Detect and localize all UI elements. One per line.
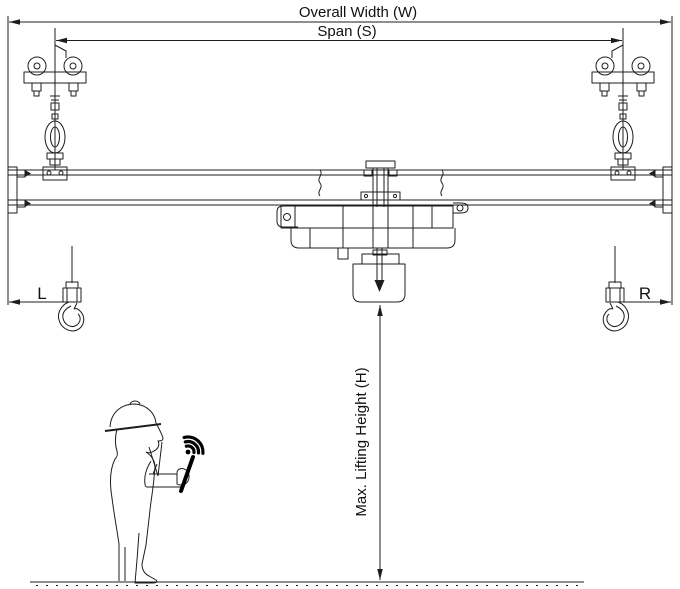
dimension-right-offset: R [615,284,671,305]
hook-pin-tip [374,280,385,292]
suspension-hook-left [57,245,85,332]
hard-hat-brim [104,423,162,432]
hoist-tab [337,247,349,260]
suspension-hook-right [602,245,630,332]
head-back-neck [114,428,118,460]
hoist-shaft-cap [365,160,396,169]
beam-end-stop-left [7,166,32,214]
bridge-beam [8,169,672,206]
upper-arm-front [152,463,158,475]
flange-bolt [363,193,369,199]
flange-bolt [392,193,398,199]
beam-break-mark [440,169,444,197]
shaft-bolt [363,169,373,177]
remote-control [179,455,195,493]
lifting-height-label: Max. Lifting Height (H) [353,367,370,516]
lug-hole [283,213,291,221]
overall-width-label: Overall Width (W) [299,4,417,21]
hook-pin-collar [372,249,388,256]
beam-end-stop-right [648,166,673,214]
hoist-unit [276,160,469,303]
forearm [147,473,181,488]
chin-strap [148,441,163,477]
hard-hat-dome [109,403,157,428]
chain-container [352,263,406,303]
dimension-left-offset: L [9,284,72,305]
runway-trolley-right [591,27,655,181]
right-offset-label: R [639,284,651,303]
dimension-span: Span (S) [56,23,622,44]
hoist-body-lower [290,228,456,249]
hoist-lug-right [453,202,469,214]
ground-line [30,581,584,586]
left-offset-label: L [37,284,46,303]
operator-figure [104,400,205,584]
shaft-bolt [388,169,398,177]
face-profile [145,422,164,454]
hoist-clamp-flange [360,191,401,201]
body-back-leg [109,458,120,581]
dimension-lifting-height: Max. Lifting Height (H) [353,305,383,580]
hard-hat-ridge [129,400,141,405]
beam-break-mark [318,169,322,197]
hoist-body-upper [280,205,454,229]
upper-arm [144,460,152,488]
signal-dot [185,449,191,455]
runway-trolley-left [23,27,87,181]
lug-hole [456,204,464,212]
hoist-lug-left [276,205,298,228]
wifi-signal-icon [182,435,205,455]
dimension-overall-width: Overall Width (W) [7,4,673,305]
span-label: Span (S) [317,23,376,40]
